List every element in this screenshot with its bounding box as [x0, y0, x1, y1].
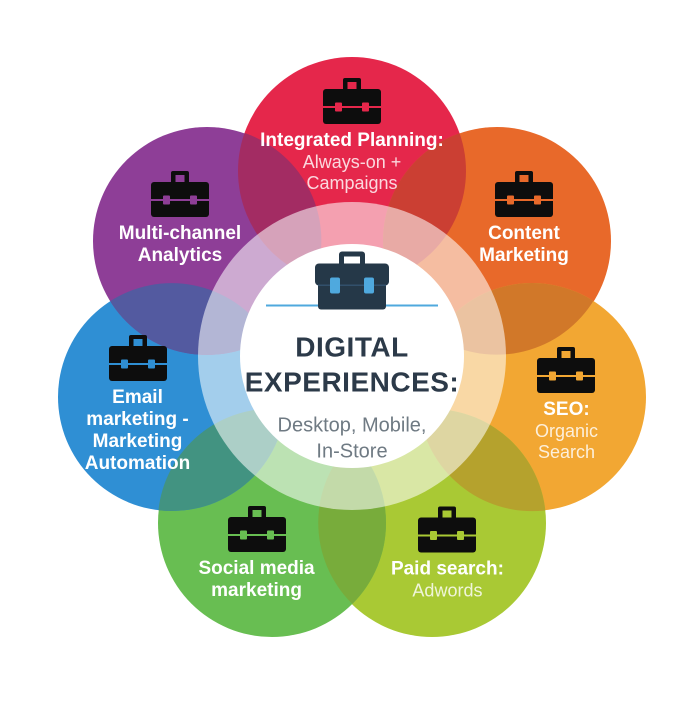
center-title-line: EXPERIENCES:	[244, 366, 460, 398]
petal-content-integrated-planning: Integrated Planning:Always-on +Campaigns	[244, 78, 460, 194]
petal-title-line: Paid search:	[390, 558, 504, 580]
petal-title-line: Marketing	[479, 244, 569, 266]
petal-title-line: SEO:	[543, 398, 590, 420]
petal-title-line: Analytics	[137, 244, 223, 266]
briefcase-icon	[150, 170, 209, 217]
briefcase-icon	[323, 78, 381, 124]
petal-title-line: Marketing	[92, 430, 183, 452]
center-content: DIGITAL EXPERIENCES: Desktop, Mobile, In…	[237, 251, 467, 465]
briefcase-icon	[418, 506, 477, 553]
petal-title-line: Integrated Planning:	[260, 130, 444, 151]
petal-title-line: Email	[112, 386, 163, 408]
briefcase-icon	[108, 334, 167, 381]
petal-subtitle-line: Campaigns	[306, 173, 398, 193]
petal-title-line: marketing -	[86, 408, 189, 430]
petal-subtitle-line: Organic	[534, 420, 598, 441]
center-subtitle-line: In-Store	[316, 440, 388, 463]
petal-title-line: Automation	[84, 452, 191, 474]
center-subtitle-line: Desktop, Mobile,	[277, 414, 427, 437]
petal-subtitle-line: Adwords	[412, 580, 483, 601]
petal-title-line: Multi-channel	[118, 222, 242, 244]
briefcase-icon	[227, 506, 286, 553]
center-subtitle: Desktop, Mobile, In-Store	[278, 413, 427, 465]
petal-content-paid-search-adwords: Paid search:Adwords	[339, 506, 555, 602]
petal-title-line: Content	[488, 222, 560, 244]
briefcase-icon	[266, 251, 438, 310]
petal-title-line: Social media	[198, 558, 315, 580]
briefcase-icon	[495, 170, 553, 217]
briefcase-icon	[537, 346, 596, 393]
petal-subtitle-line: Always-on +	[302, 152, 402, 172]
center-title-line: DIGITAL	[295, 331, 409, 363]
petal-title-line: marketing	[211, 580, 302, 602]
petal-subtitle-line: Search	[537, 441, 595, 462]
